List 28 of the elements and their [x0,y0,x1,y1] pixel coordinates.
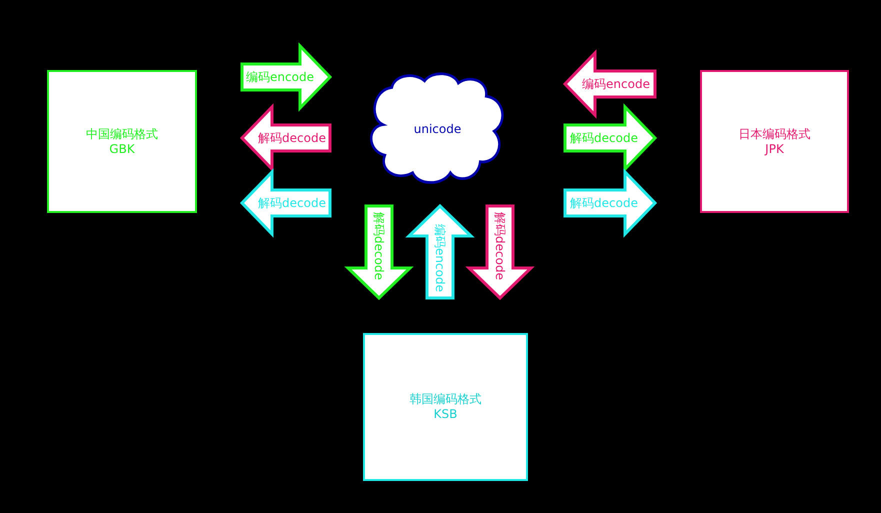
block-arrow [240,42,332,112]
encoding-code: KSB [434,407,458,422]
edge-label: 解码decode [372,212,386,280]
edge-label: 解码decode [258,196,326,210]
encoding-box [47,70,197,213]
edge-label: 解码decode [493,212,507,280]
edge-label: 解码decode [570,131,638,145]
edge-label: 编码encode [433,224,447,292]
edge-label: 解码decode [258,131,326,145]
block-arrow [562,49,656,119]
encoding-name: 中国编码格式 [86,126,158,142]
edge-label: 编码encode [246,70,314,84]
block-arrow [240,103,332,173]
block-arrow [344,204,414,300]
encoding-box [363,333,528,481]
edge-label: 编码encode [582,77,650,91]
block-arrow [405,204,475,300]
block-arrow [564,103,658,173]
encoding-code: JPK [765,142,784,156]
encoding-box [700,70,849,213]
encoding-code: GBK [109,142,135,156]
edge-label: 解码decode [570,196,638,210]
block-arrow [240,168,332,238]
block-arrow [564,168,658,238]
encoding-name: 韩国编码格式 [410,392,482,407]
block-arrow [465,204,535,300]
cloud-label: unicode [414,122,462,136]
encoding-name: 日本编码格式 [738,126,810,142]
